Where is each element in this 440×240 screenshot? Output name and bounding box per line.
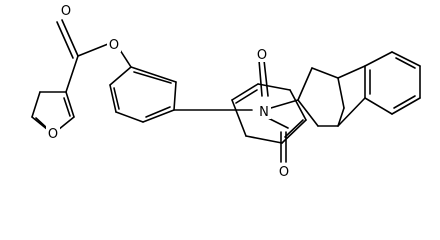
- structure-canvas: O O O O O N: [31, 2, 421, 180]
- ester-linker: [56, 19, 132, 93]
- bridged-imide-core: [231, 59, 345, 163]
- svg-text:O: O: [109, 38, 119, 53]
- benzo-ring: [337, 51, 421, 127]
- svg-text:O: O: [48, 127, 58, 142]
- atom-label-ester-oxygen: O: [107, 36, 121, 53]
- svg-text:N: N: [259, 105, 269, 120]
- svg-text:O: O: [257, 48, 267, 63]
- svg-text:O: O: [279, 165, 289, 180]
- atom-label-imide-oxygen-top: O: [255, 46, 269, 63]
- svg-text:O: O: [61, 4, 71, 19]
- phenyl-ring: [109, 66, 177, 123]
- atom-label-imide-oxygen-bottom: O: [277, 163, 291, 180]
- atom-label-imide-nitrogen: N: [257, 103, 271, 120]
- molecule-diagram: O O O O O N: [31, 2, 421, 180]
- atom-label-carbonyl-oxygen: O: [59, 2, 73, 19]
- atom-label-furan-oxygen: O: [46, 125, 60, 142]
